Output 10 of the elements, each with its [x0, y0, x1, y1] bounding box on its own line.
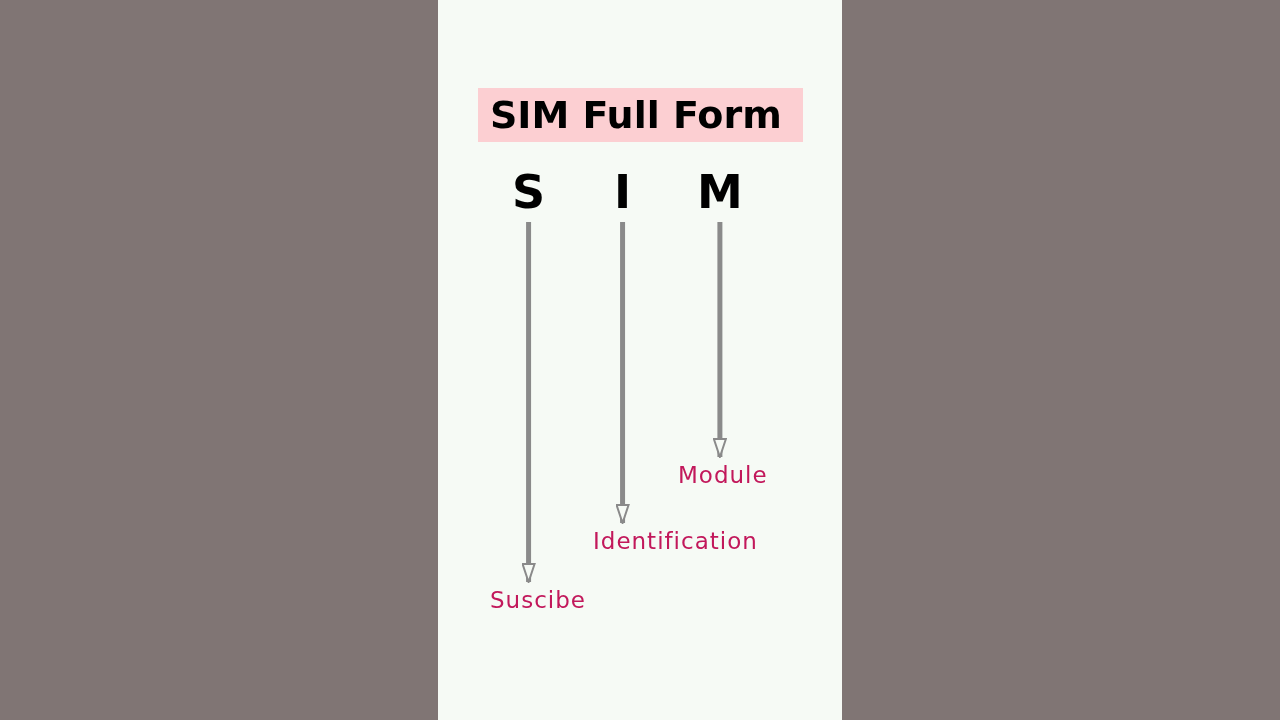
acronym-letter: S: [512, 166, 546, 218]
acronym-letter: I: [614, 166, 632, 218]
expansion-word: Identification: [593, 527, 758, 555]
arrow: [521, 222, 536, 583]
acronym-letter: M: [697, 166, 743, 218]
expansion-word: Suscibe: [490, 586, 586, 614]
title: SIM Full Form: [478, 88, 803, 142]
arrow: [615, 222, 630, 524]
expansion-word: Module: [678, 461, 768, 489]
arrow: [712, 222, 727, 458]
